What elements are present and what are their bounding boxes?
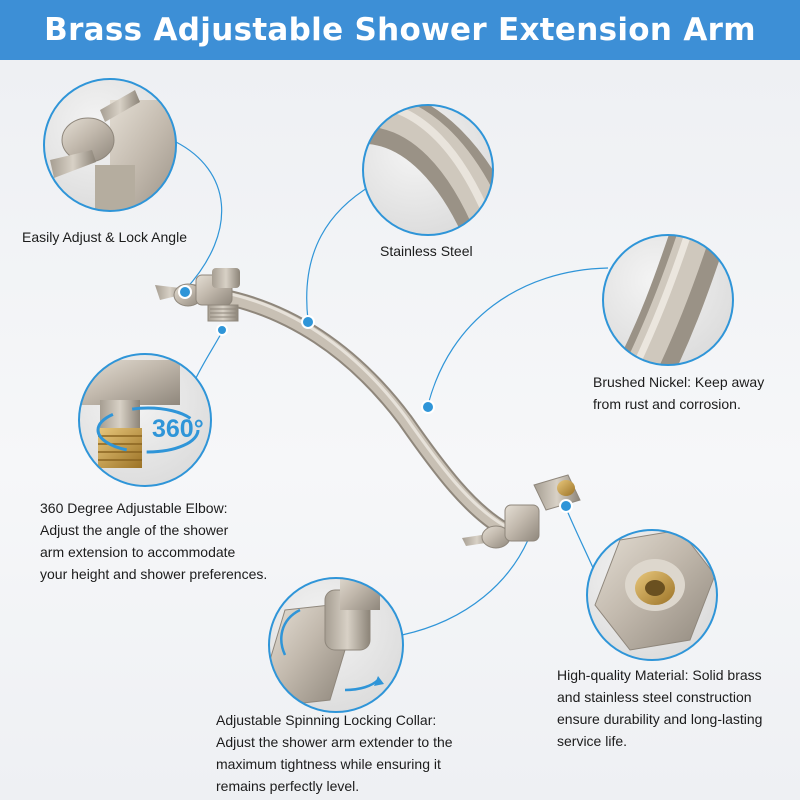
title-banner: Brass Adjustable Shower Extension Arm (0, 0, 800, 60)
caption-locking-collar: Adjustable Spinning Locking Collar: Adju… (216, 709, 453, 797)
caption-line: remains perfectly level. (216, 778, 360, 794)
caption-material: High-quality Material: Solid brass and s… (557, 664, 762, 752)
page-title: Brass Adjustable Shower Extension Arm (44, 12, 756, 48)
badge-360-text: 360° (152, 415, 204, 443)
caption-line: service life. (557, 733, 628, 749)
caption-line: High-quality Material: Solid brass (557, 667, 762, 683)
caption-line: Adjust the angle of the shower (40, 522, 229, 538)
caption-360-elbow: 360 Degree Adjustable Elbow: Adjust the … (40, 497, 267, 585)
caption-line: your height and shower preferences. (40, 566, 268, 582)
connector-lines (175, 141, 609, 636)
caption-line: arm extension to accommodate (40, 544, 236, 560)
caption-line: Stainless Steel (380, 243, 473, 259)
connector-brushed (427, 267, 609, 406)
caption-line: Brushed Nickel: Keep away (593, 374, 765, 390)
caption-line: ensure durability and long-lasting (557, 711, 763, 727)
caption-line: maximum tightness while ensuring it (216, 756, 441, 772)
closeup-lock-angle (43, 78, 177, 212)
connector-lock-angle (175, 141, 223, 291)
caption-line: Adjustable Spinning Locking Collar: (216, 712, 437, 728)
connector-stainless (306, 184, 373, 321)
closeup-stainless (362, 104, 494, 236)
caption-line: 360 Degree Adjustable Elbow: (40, 500, 228, 516)
caption-line: and stainless steel construction (557, 689, 752, 705)
connector-elbow (195, 331, 223, 379)
closeup-material (586, 529, 718, 661)
caption-brushed-nickel: Brushed Nickel: Keep away from rust and … (593, 371, 764, 415)
closeup-brushed-nickel (602, 234, 734, 366)
connector-collar (401, 539, 529, 636)
caption-line: Adjust the shower arm extender to the (216, 734, 453, 750)
caption-line: Easily Adjust & Lock Angle (22, 229, 187, 245)
caption-stainless: Stainless Steel (380, 240, 473, 262)
caption-line: from rust and corrosion. (593, 396, 741, 412)
closeup-locking-collar (268, 577, 404, 713)
hotspot-dots (178, 285, 573, 513)
shower-arm (182, 284, 513, 538)
top-elbow (155, 268, 240, 322)
caption-lock-angle: Easily Adjust & Lock Angle (22, 226, 187, 248)
